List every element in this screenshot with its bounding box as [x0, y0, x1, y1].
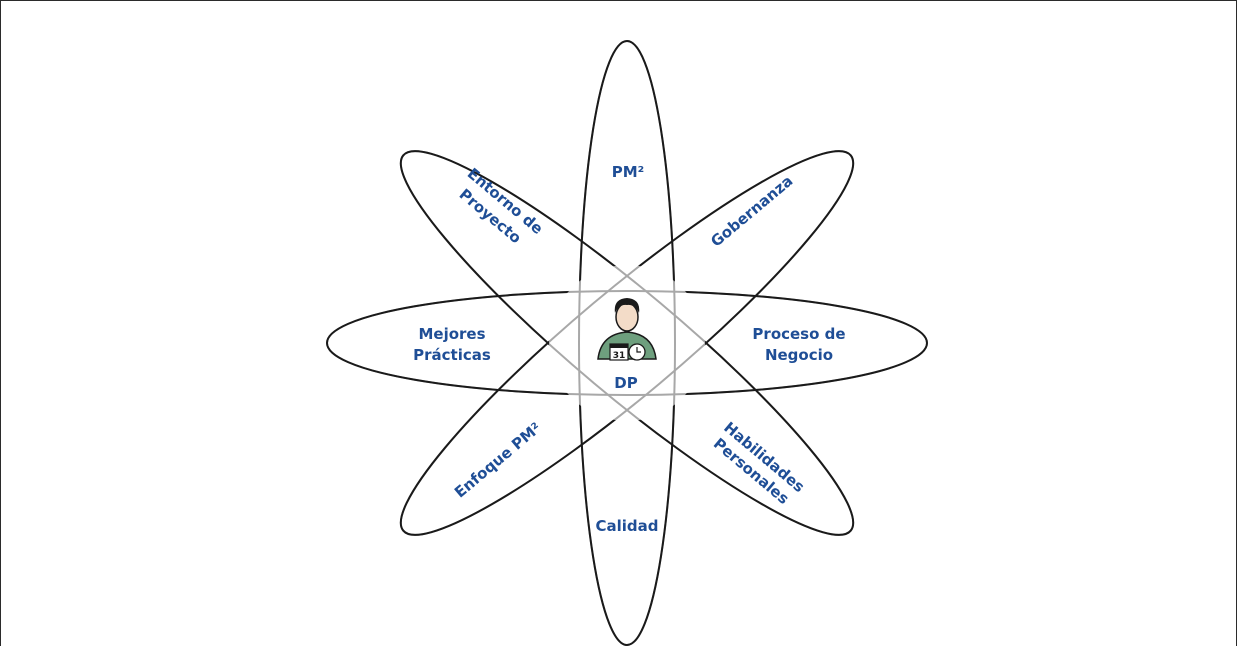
- label-left-line2: Prácticas: [413, 346, 491, 364]
- label-right-line1: Proceso de: [752, 325, 845, 343]
- label-right-line2: Negocio: [765, 346, 833, 364]
- person-hair: [614, 298, 640, 313]
- label-left-line1: Mejores: [418, 325, 485, 343]
- label-top: PM²: [612, 163, 645, 181]
- label-upper-right: Gobernanza: [707, 172, 796, 251]
- clock-hands: [636, 347, 641, 353]
- project-manager-icon: 31: [597, 298, 657, 361]
- center-label: DP: [614, 374, 637, 392]
- calendar-header: [610, 344, 628, 348]
- label-lower-left: Enfoque PM²: [451, 419, 545, 502]
- calendar-day: 31: [613, 351, 626, 361]
- person-head: [615, 302, 639, 332]
- label-bottom: Calidad: [595, 517, 658, 535]
